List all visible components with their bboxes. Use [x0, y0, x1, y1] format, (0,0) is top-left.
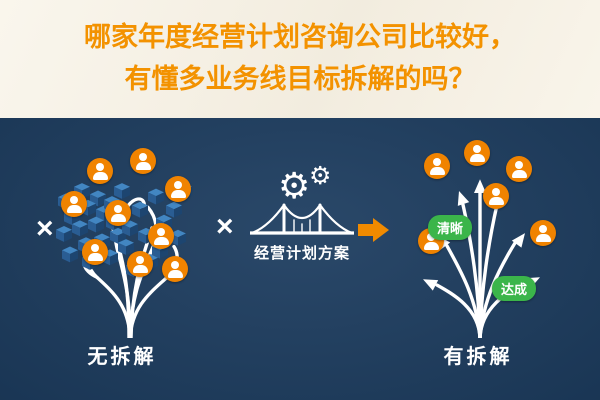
header: 哪家年度经营计划咨询公司比较好， 有懂多业务线目标拆解的吗？ [0, 0, 600, 118]
person-body [535, 234, 551, 242]
gear-icon: ⚙ [309, 162, 332, 190]
plan-label: 经营计划方案 [253, 245, 350, 262]
person-icon [127, 251, 153, 277]
gear-icon: ⚙ [278, 165, 311, 206]
title-line-2: 有懂多业务线目标拆解的吗？ [124, 64, 476, 94]
person-icon [162, 256, 188, 282]
person-head [136, 256, 144, 264]
right-tree-caption: 有拆解 [443, 346, 513, 368]
person-icon [464, 140, 490, 166]
person-body [132, 265, 148, 273]
person-head [139, 153, 147, 161]
person-head [515, 161, 523, 169]
title-line-1: 哪家年度经营计划咨询公司比较好， [84, 22, 516, 52]
left-tree-caption: 无拆解 [87, 346, 157, 368]
person-icon [424, 153, 450, 179]
person-icon [506, 156, 532, 182]
person-body [469, 154, 485, 162]
person-icon [148, 223, 174, 249]
person-head [433, 158, 441, 166]
person-body [511, 170, 527, 178]
arrow-right-icon [358, 218, 390, 242]
person-icon [105, 200, 131, 226]
person-head [70, 196, 78, 204]
multiply-icon: × [216, 210, 234, 243]
person-body [66, 205, 82, 213]
person-body [153, 237, 169, 245]
person-icon [165, 176, 191, 202]
person-icon [61, 191, 87, 217]
person-icon [130, 148, 156, 174]
person-body [488, 197, 504, 205]
person-icon [87, 158, 113, 184]
person-body [110, 214, 126, 222]
diagram-panel: × [0, 118, 600, 400]
person-head [171, 261, 179, 269]
person-icon [530, 220, 556, 246]
person-head [174, 181, 182, 189]
person-body [423, 242, 439, 250]
person-icon [483, 183, 509, 209]
person-head [157, 228, 165, 236]
bridge-icon [250, 203, 354, 235]
person-head [91, 244, 99, 252]
person-body [87, 253, 103, 261]
person-head [96, 163, 104, 171]
badge-clear: 清晰 [428, 215, 473, 240]
person-head [539, 225, 547, 233]
person-body [167, 270, 183, 278]
multiply-icon: × [36, 212, 54, 245]
badge-achieved: 达成 [492, 276, 537, 301]
person-body [92, 172, 108, 180]
person-head [427, 233, 435, 241]
person-body [429, 167, 445, 175]
person-body [170, 190, 186, 198]
person-head [492, 188, 500, 196]
arrow-bar [358, 224, 373, 236]
person-icon [82, 239, 108, 265]
person-head [114, 205, 122, 213]
person-head [473, 145, 481, 153]
tangled-tree-icon [56, 183, 192, 338]
person-body [135, 162, 151, 170]
arrow-head [373, 218, 389, 242]
